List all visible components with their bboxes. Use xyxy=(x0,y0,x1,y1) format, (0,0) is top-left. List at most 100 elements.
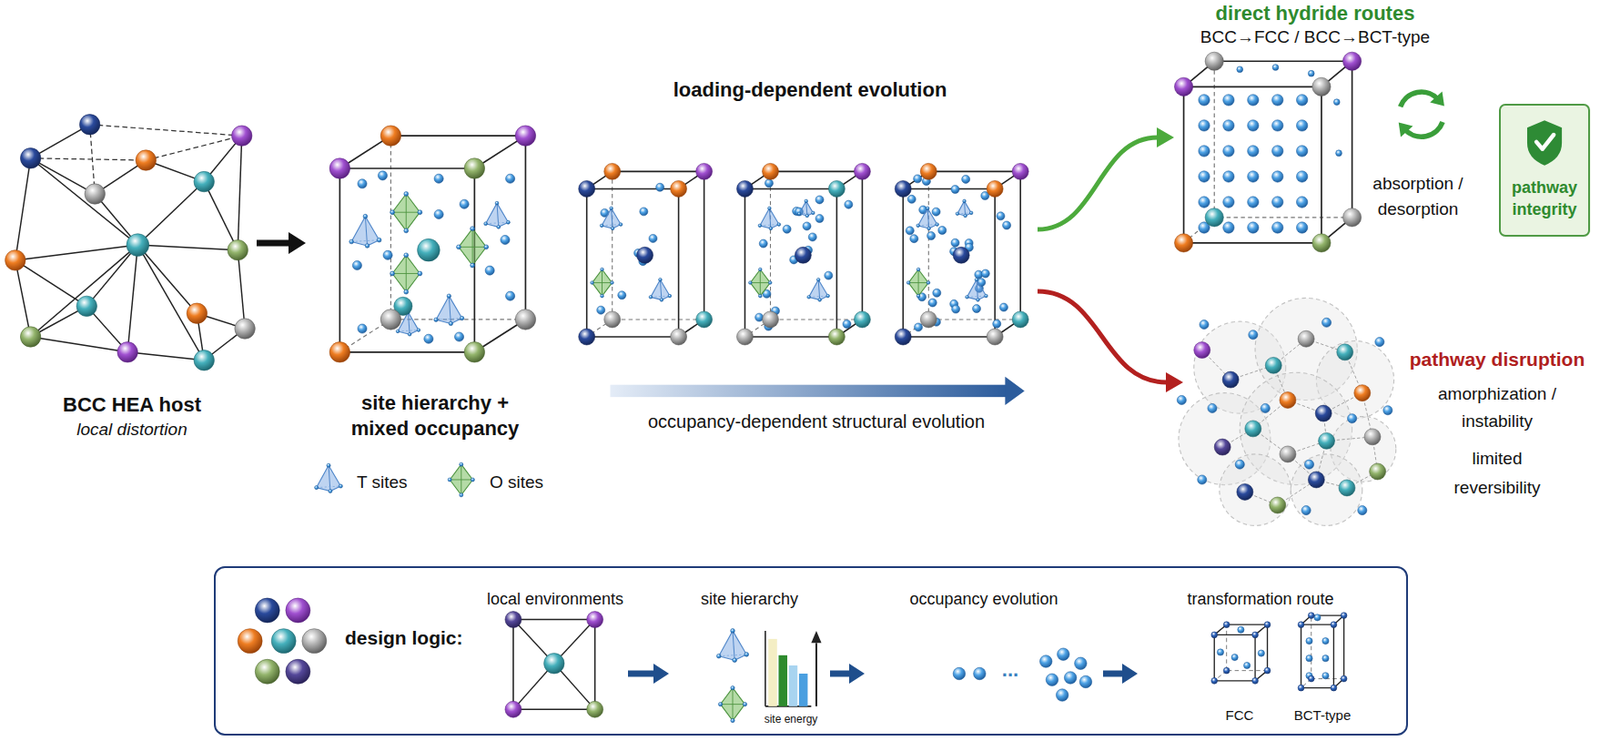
atom xyxy=(759,267,763,272)
integrity-badge: pathway integrity xyxy=(1498,103,1590,237)
atom xyxy=(981,269,990,278)
tetrahedral-site xyxy=(435,295,463,324)
atom xyxy=(484,244,489,250)
tetrahedral-site xyxy=(650,279,670,300)
atom xyxy=(1322,655,1329,662)
bond-line xyxy=(435,318,463,321)
atom xyxy=(349,239,355,244)
atom xyxy=(599,223,604,228)
legend-item: O sites xyxy=(489,471,544,494)
atom xyxy=(1207,403,1217,413)
cycle-arrow xyxy=(1405,121,1443,137)
atom xyxy=(1198,94,1210,106)
atom xyxy=(1199,319,1209,329)
atom xyxy=(910,234,919,244)
atom xyxy=(1235,459,1245,469)
atom xyxy=(732,658,738,663)
atom xyxy=(805,213,810,218)
atom xyxy=(777,222,781,227)
atom xyxy=(716,653,721,659)
atom xyxy=(1304,459,1314,469)
bond-line xyxy=(918,269,920,296)
atom xyxy=(434,209,444,219)
atom xyxy=(996,212,1005,221)
atom xyxy=(1211,631,1218,638)
atom xyxy=(1231,653,1238,660)
atom xyxy=(587,700,604,718)
atom xyxy=(1223,196,1235,208)
bond-line xyxy=(145,135,242,161)
atom xyxy=(927,232,936,241)
atom xyxy=(1194,342,1211,359)
atom xyxy=(1279,445,1297,463)
atom xyxy=(984,293,989,298)
atom xyxy=(424,334,434,344)
atom xyxy=(506,291,516,301)
atom xyxy=(1174,233,1194,253)
atom xyxy=(815,214,824,223)
atom xyxy=(416,328,421,333)
bond-line xyxy=(513,618,596,621)
bond-line xyxy=(678,188,680,337)
atom xyxy=(1272,222,1284,233)
bond-line xyxy=(586,188,588,337)
bond-line xyxy=(918,224,938,226)
bond-line xyxy=(1183,86,1185,244)
annotation-label: absorption / desorption xyxy=(1358,171,1478,223)
node-text: local environments xyxy=(486,587,624,610)
atom xyxy=(600,293,605,298)
atom xyxy=(506,220,511,224)
atom xyxy=(117,342,138,363)
node-text: limited reversibility xyxy=(1437,444,1557,503)
atom xyxy=(920,162,937,180)
atom xyxy=(1297,621,1305,628)
atom xyxy=(797,212,801,216)
atom xyxy=(1342,51,1361,71)
atom xyxy=(1247,94,1259,106)
atom xyxy=(1272,145,1284,157)
arrow-head xyxy=(1165,372,1184,393)
atom xyxy=(1045,673,1058,686)
arrow-shaft xyxy=(1037,291,1167,383)
atom xyxy=(1236,66,1244,73)
bond-line xyxy=(1301,624,1335,626)
atom xyxy=(1330,621,1337,628)
atom xyxy=(1205,208,1224,227)
atom xyxy=(670,180,688,197)
bond-line xyxy=(806,201,808,216)
arrow-head xyxy=(1004,376,1024,406)
atom xyxy=(1055,688,1068,701)
node-text: site hierarchy xyxy=(700,587,799,610)
atom xyxy=(1322,637,1329,645)
atom xyxy=(1301,506,1311,516)
node-text: local distortion xyxy=(76,417,187,442)
bond-line xyxy=(525,135,527,320)
atom xyxy=(470,263,476,268)
progress-arrow xyxy=(609,384,1006,397)
atom xyxy=(79,114,100,135)
bond-line xyxy=(137,244,197,314)
atom xyxy=(617,291,627,300)
atom xyxy=(905,226,914,235)
atom xyxy=(742,701,747,706)
atom xyxy=(802,222,811,231)
atom xyxy=(951,185,960,194)
atom xyxy=(434,173,444,183)
atom xyxy=(1176,394,1186,405)
atom xyxy=(5,250,26,271)
arrow-shaft xyxy=(256,240,290,247)
annotation-label: site energy xyxy=(764,712,819,726)
atom xyxy=(1336,150,1343,157)
atom xyxy=(1306,637,1313,645)
atom xyxy=(804,199,809,203)
bond-line xyxy=(30,158,96,194)
atom xyxy=(515,125,536,146)
bond-line xyxy=(611,171,613,320)
logic-step: transformation route xyxy=(1137,580,1384,729)
atom xyxy=(302,628,327,654)
bond-line xyxy=(405,254,407,292)
atom xyxy=(1223,171,1235,183)
bond-line xyxy=(703,171,706,320)
bond-line xyxy=(127,352,204,361)
bond-line xyxy=(137,244,204,361)
